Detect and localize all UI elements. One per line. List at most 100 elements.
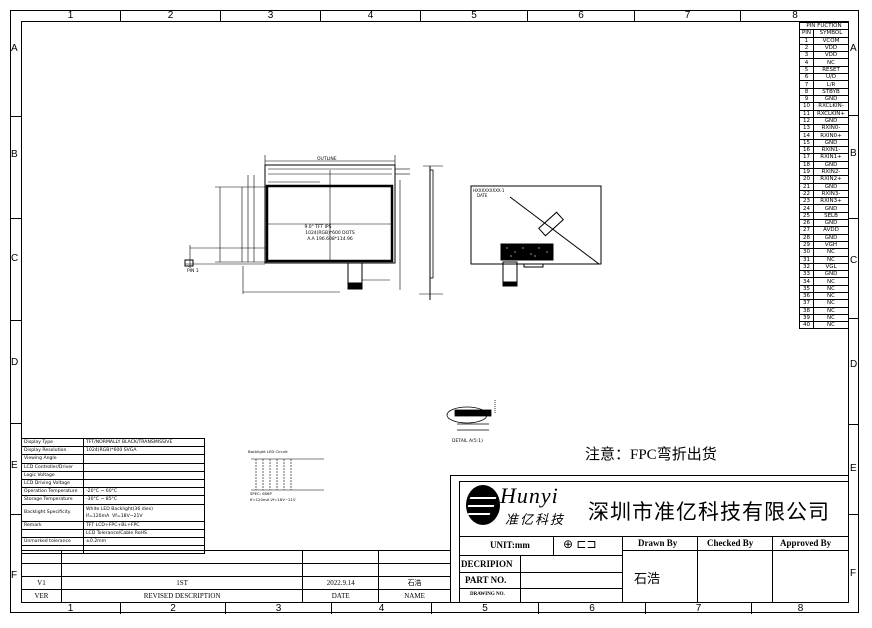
pin-symbol: NC bbox=[813, 299, 849, 308]
back-label-2: DATE bbox=[477, 193, 488, 198]
zone-left-e: E bbox=[10, 424, 21, 515]
pin-number: 13 bbox=[799, 124, 814, 133]
hunyi-logo-icon bbox=[466, 485, 500, 525]
spec-row: Unmarked tolerance±0.2mm bbox=[21, 536, 205, 547]
zone-left-f: F bbox=[11, 570, 18, 581]
pin-number: 3 bbox=[799, 51, 814, 60]
pin-symbol: RXCLKIN- bbox=[813, 102, 849, 111]
pin-symbol: GND bbox=[813, 116, 849, 126]
zone-right-a: A bbox=[849, 21, 859, 116]
spec-key: Unmarked tolerance bbox=[21, 536, 84, 547]
spec-key: Logic Voltage bbox=[21, 470, 84, 480]
zone-bottom-8: 8 bbox=[797, 603, 804, 614]
pin-number: 8 bbox=[799, 87, 814, 96]
panel-text-1: 9.0" TFT IPS bbox=[305, 224, 332, 230]
spec-key bbox=[21, 528, 84, 538]
pin-symbol: NC bbox=[813, 313, 849, 323]
spec-key: LCD Driving Voltage bbox=[21, 478, 84, 489]
drawing-no-label: DRAWING NO. bbox=[470, 592, 505, 597]
rev-date bbox=[302, 563, 380, 577]
pin-symbol: STBYB bbox=[813, 87, 849, 96]
backlight-title: Backlight LED Circuit bbox=[248, 449, 288, 454]
pin-symbol: VDD bbox=[813, 51, 849, 60]
pin-number: 10 bbox=[799, 102, 814, 111]
pin-symbol: NC bbox=[813, 277, 849, 286]
pin-symbol: NC bbox=[813, 321, 849, 330]
title-block-inner bbox=[459, 481, 849, 603]
rev-desc bbox=[60, 563, 304, 577]
pin-number: 28 bbox=[799, 233, 814, 242]
spec-key: Remark bbox=[21, 520, 84, 530]
pin-number: 19 bbox=[799, 167, 814, 177]
pin-symbol: NC bbox=[813, 306, 849, 315]
zone-bottom-4: 4 bbox=[332, 603, 432, 614]
drawn-by-value: 石浩 bbox=[634, 571, 661, 586]
spec-value bbox=[83, 454, 205, 464]
pin-symbol: VGL bbox=[813, 262, 849, 272]
pin-symbol: L/R bbox=[813, 80, 849, 89]
drawn-by-label: Drawn By bbox=[638, 538, 678, 548]
pin-symbol: GND bbox=[813, 204, 849, 213]
pin-number: 6 bbox=[799, 73, 814, 82]
drawing-frame-outer bbox=[10, 10, 859, 613]
spec-row: Storage Temperature-30°C ~ 85°C bbox=[21, 495, 205, 505]
zone-top-1: 1 bbox=[21, 10, 121, 21]
spec-value: 1024(RGB)*600 SVGA bbox=[83, 446, 205, 456]
panel-text-2: 1024(RGB)*600 DOTS bbox=[305, 230, 355, 236]
spec-value: White LED Backlight(36 dies) If=120mA Vf… bbox=[83, 503, 205, 522]
pin-number: 30 bbox=[799, 248, 814, 257]
rev-ver: V1 bbox=[21, 576, 62, 590]
pin-number: 4 bbox=[799, 58, 814, 67]
pin-number: 1 bbox=[799, 36, 814, 45]
rev-desc: REVISED DESCRIPTION bbox=[60, 589, 304, 603]
pin-symbol: GND bbox=[813, 270, 849, 279]
pin-number: 26 bbox=[799, 218, 814, 228]
pin-number: 35 bbox=[799, 284, 814, 294]
zone-bottom-6: 6 bbox=[539, 603, 646, 614]
spec-row: LCD Tolerance/Cable RoHS bbox=[21, 528, 205, 538]
zone-top-7: 7 bbox=[635, 10, 741, 21]
backlight-note-2: If=120mA Vf=18V~21V bbox=[250, 497, 296, 502]
pin-symbol: NC bbox=[813, 291, 849, 301]
spec-value: -30°C ~ 85°C bbox=[83, 495, 205, 505]
revision-row bbox=[21, 563, 451, 577]
spec-value bbox=[83, 478, 205, 489]
zone-left-c: C bbox=[10, 219, 21, 321]
pin-symbol: VGH bbox=[813, 240, 849, 250]
pin-number: 20 bbox=[799, 175, 814, 184]
pin-symbol: GND bbox=[813, 182, 849, 191]
zone-right-e: E bbox=[849, 425, 859, 515]
approved-by-label: Approved By bbox=[780, 538, 832, 548]
spec-key: LCD Controller/Driver bbox=[21, 462, 84, 472]
back-view-drawing: HXXXXXXXXX-1 DATE bbox=[470, 185, 602, 287]
zone-top-4: 4 bbox=[321, 10, 421, 21]
zone-top-2: 2 bbox=[121, 10, 221, 21]
title-block bbox=[450, 475, 849, 603]
pin-number: 39 bbox=[799, 313, 814, 323]
pin-symbol: RXIN2+ bbox=[813, 175, 849, 184]
rev-name: 石浩 bbox=[378, 576, 451, 590]
side-view-drawing bbox=[419, 165, 443, 300]
